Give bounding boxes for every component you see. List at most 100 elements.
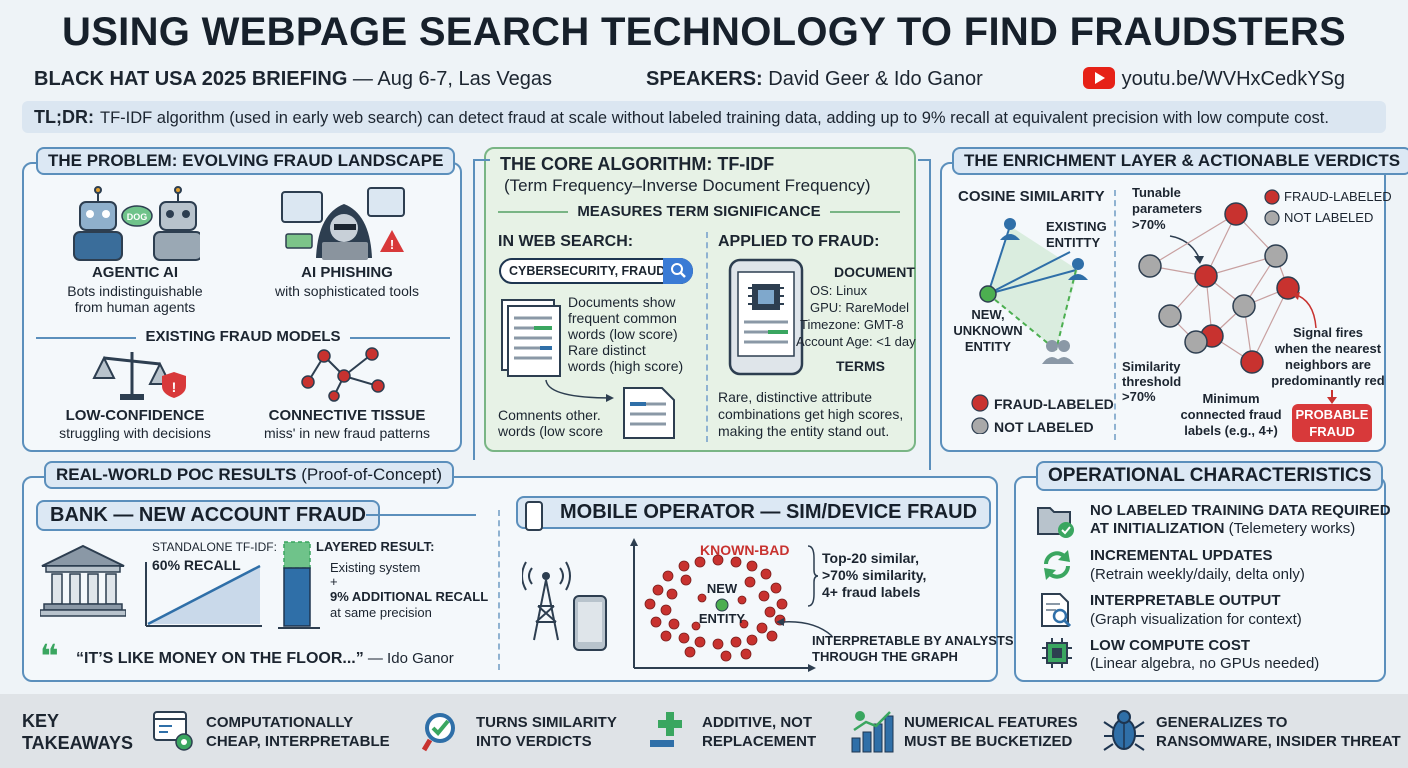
op-item-2-title: INCREMENTAL UPDATES <box>1090 547 1273 564</box>
briefing-detail: — Aug 6-7, Las Vegas <box>347 68 552 90</box>
top20-1: Top-20 similar, <box>822 550 919 566</box>
poc-title: REAL-WORLD POC RESULTS (Proof-of-Concept… <box>44 461 455 489</box>
arrow-icon <box>1292 292 1317 329</box>
search-query: CYBERSECURITY, FRAUD <box>509 264 666 278</box>
problem-title: THE PROBLEM: EVOLVING FRAUD LANDSCAPE <box>36 147 456 175</box>
brace-icon <box>807 545 819 607</box>
tldr-bar: TL;DR:TF-IDF algorithm (used in early we… <box>22 101 1386 133</box>
signal-3: neighbors are <box>1285 357 1371 372</box>
divider <box>498 510 500 670</box>
divider <box>830 211 900 213</box>
divider <box>706 232 708 442</box>
docs-line-3: words (low score) <box>568 326 678 342</box>
quote-text: “IT’S LIKE MONEY ON THE FLOOR...” <box>76 650 364 667</box>
tunable-3: >70% <box>1132 217 1166 232</box>
recall-chart <box>145 562 262 627</box>
video-url[interactable]: youtu.be/WVHxCedkYSg <box>1121 68 1345 90</box>
bar-chart-icon <box>851 711 894 753</box>
folder-check-icon <box>1037 507 1074 538</box>
video-link[interactable]: youtu.be/WVHxCedkYSg <box>1082 66 1345 91</box>
top20-2: >70% similarity, <box>822 567 927 583</box>
tldr-label: TL;DR: <box>34 107 94 127</box>
divider <box>350 337 450 339</box>
op-item-4-title: LOW COMPUTE COST <box>1090 637 1250 654</box>
speakers-line: SPEAKERS: David Geer & Ido Ganor <box>646 68 983 91</box>
minimum-1: Minimum <box>1202 391 1260 406</box>
lowconf-title: LOW-CONFIDENCE <box>65 407 205 424</box>
similarity-2: threshold <box>1122 374 1182 389</box>
docs-line-2: frequent common <box>568 310 677 326</box>
search-icon <box>671 263 686 278</box>
bot-bubble-text: DOG <box>127 212 148 222</box>
arrow-icon <box>1327 390 1337 404</box>
layered-label: LAYERED RESULT: <box>316 539 435 554</box>
divider <box>36 337 136 339</box>
rare-line-1: Rare distinct <box>568 342 646 358</box>
new-label: NEW <box>706 581 738 596</box>
comments-line-1: Comnents other. <box>498 407 601 423</box>
tunable-2: parameters <box>1132 201 1203 216</box>
search-input[interactable]: CYBERSECURITY, FRAUD <box>499 258 693 284</box>
additional-recall: 9% ADDITIONAL RECALL <box>330 589 489 604</box>
plus-sign: + <box>330 574 338 589</box>
phishing-desc: with sophisticated tools <box>275 283 419 299</box>
algorithm-title: THE CORE ALGORITHM: TF-IDF <box>500 154 775 174</box>
op-item-1-desc: (Telemetery works) <box>1224 520 1356 537</box>
legend-fraud-labeled: FRAUD-LABELED <box>994 396 1114 412</box>
top20-3: 4+ fraud labels <box>822 584 921 600</box>
poc-title-suffix: (Proof-of-Concept) <box>296 465 443 484</box>
bank-icon <box>40 544 126 617</box>
tower-icon <box>522 561 607 651</box>
phone-icon <box>525 501 543 531</box>
takeaways-label-1: KEY <box>22 711 60 731</box>
document-icon <box>623 387 675 439</box>
entity-label: ENTITY <box>698 611 746 626</box>
quote-icon: ❝ <box>40 638 59 674</box>
search-button[interactable] <box>663 258 693 284</box>
comments-line-2: words (low score <box>498 423 604 439</box>
youtube-icon <box>1083 67 1115 89</box>
similarity-3: >70% <box>1122 389 1156 404</box>
agentic-desc-1: Bots indistinguishable <box>67 283 203 299</box>
rare-attr-line-3: making the entity stand out. <box>718 423 890 439</box>
takeaway-2-line-2: INTO VERDICTS <box>476 733 592 750</box>
interpretable-2: THROUGH THE GRAPH <box>812 649 958 664</box>
svg-text:!: ! <box>172 379 177 395</box>
signal-1: Signal fires <box>1292 325 1364 340</box>
speakers-names: David Geer & Ido Ganor <box>762 68 983 90</box>
legend2-not-labeled: NOT LABELED <box>1284 210 1374 225</box>
applied-fraud-title: APPLIED TO FRAUD: <box>718 233 880 250</box>
connector <box>473 159 490 460</box>
existing-entity-2: ENTITTY <box>1046 235 1101 250</box>
legend-dots <box>971 394 989 434</box>
cluster-plot <box>630 538 816 672</box>
cpu-icon <box>1042 638 1072 668</box>
takeaway-1-line-1: COMPUTATIONALLY <box>206 714 354 731</box>
refresh-icon <box>1044 550 1070 580</box>
verdict-line-1: PROBABLE <box>1295 407 1369 422</box>
quote-author: — Ido Ganor <box>363 650 454 667</box>
enrichment-title: THE ENRICHMENT LAYER & ACTIONABLE VERDIC… <box>952 147 1408 175</box>
op-item-1-line2: AT INITIALIZATION (Telemetery works) <box>1090 520 1355 537</box>
divider <box>498 211 568 213</box>
op-item-3-title: INTERPRETABLE OUTPUT <box>1090 592 1281 609</box>
divider <box>366 514 476 516</box>
op-item-2-desc: (Retrain weekly/daily, delta only) <box>1090 566 1305 583</box>
takeaway-3-line-2: REPLACEMENT <box>702 733 817 750</box>
arrow-icon <box>545 379 614 402</box>
takeaways-label-2: TAKEAWAYS <box>22 733 134 753</box>
plus-minus-icon <box>650 712 682 747</box>
arrow-icon <box>776 618 833 637</box>
recall-60: 60% RECALL <box>152 557 241 573</box>
terms-label: TERMS <box>836 358 885 374</box>
takeaway-1-line-2: CHEAP, INTERPRETABLE <box>206 733 390 750</box>
tissue-desc: miss' in new fraud patterns <box>263 425 431 441</box>
op-item-1-title2: AT INITIALIZATION <box>1090 520 1225 537</box>
measures-label: MEASURES TERM SIGNIFICANCE <box>577 203 821 220</box>
takeaways-bar <box>0 694 1408 768</box>
attr-gpu: GPU: RareModel <box>810 300 909 315</box>
takeaway-5-line-1: GENERALIZES TO <box>1156 714 1288 731</box>
same-precision: at same precision <box>330 605 432 620</box>
connector <box>918 159 931 470</box>
